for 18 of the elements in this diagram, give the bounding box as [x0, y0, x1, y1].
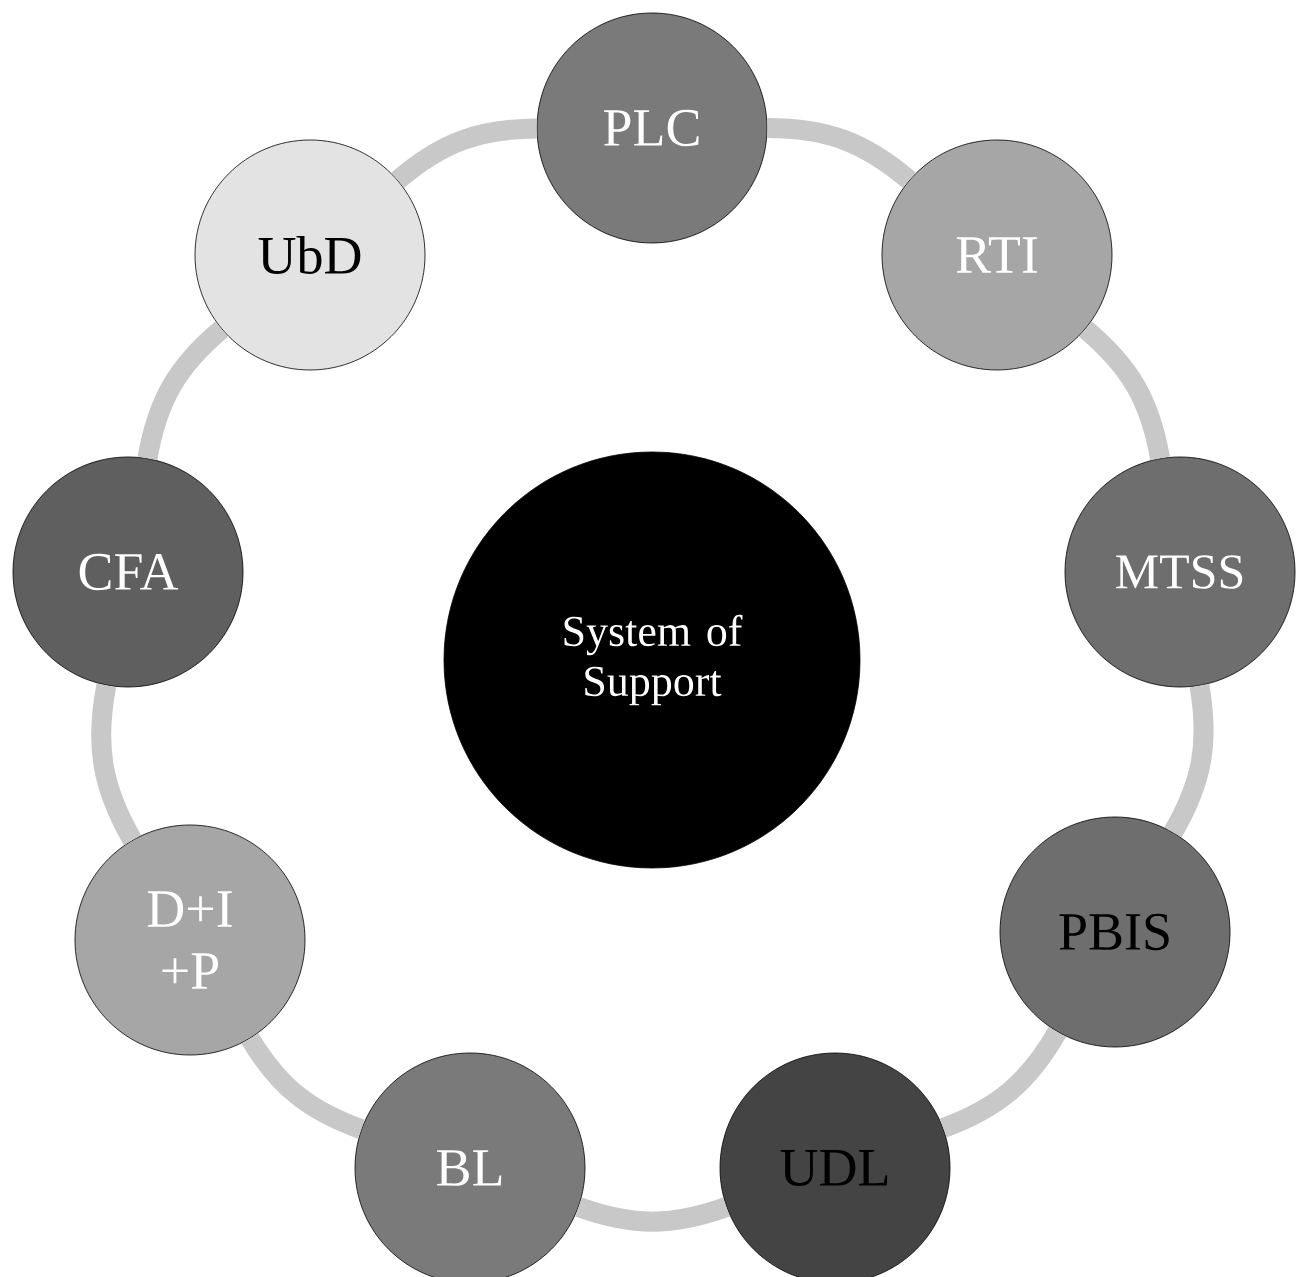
circle-node: CFA: [12, 456, 244, 688]
circle-node: PLC: [536, 12, 768, 244]
circle-node: BL: [354, 1052, 586, 1277]
circle-node: D+I +P: [74, 824, 306, 1056]
ring-arc: [767, 118, 916, 188]
ring-arc: [575, 1197, 730, 1232]
circle-node: UbD: [194, 139, 426, 371]
circle-node: MTSS: [1064, 456, 1296, 688]
circle-node: PBIS: [999, 816, 1231, 1048]
ring-arc: [241, 1033, 365, 1139]
ring-arc: [137, 321, 229, 461]
ring-arc: [1164, 684, 1214, 838]
ring-arc: [391, 118, 537, 188]
circle-node: RTI: [881, 139, 1113, 371]
ring-arc: [939, 1026, 1066, 1138]
circle-node: UDL: [719, 1052, 951, 1277]
ring-arc: [1078, 321, 1170, 461]
ring-arc: [91, 683, 142, 845]
